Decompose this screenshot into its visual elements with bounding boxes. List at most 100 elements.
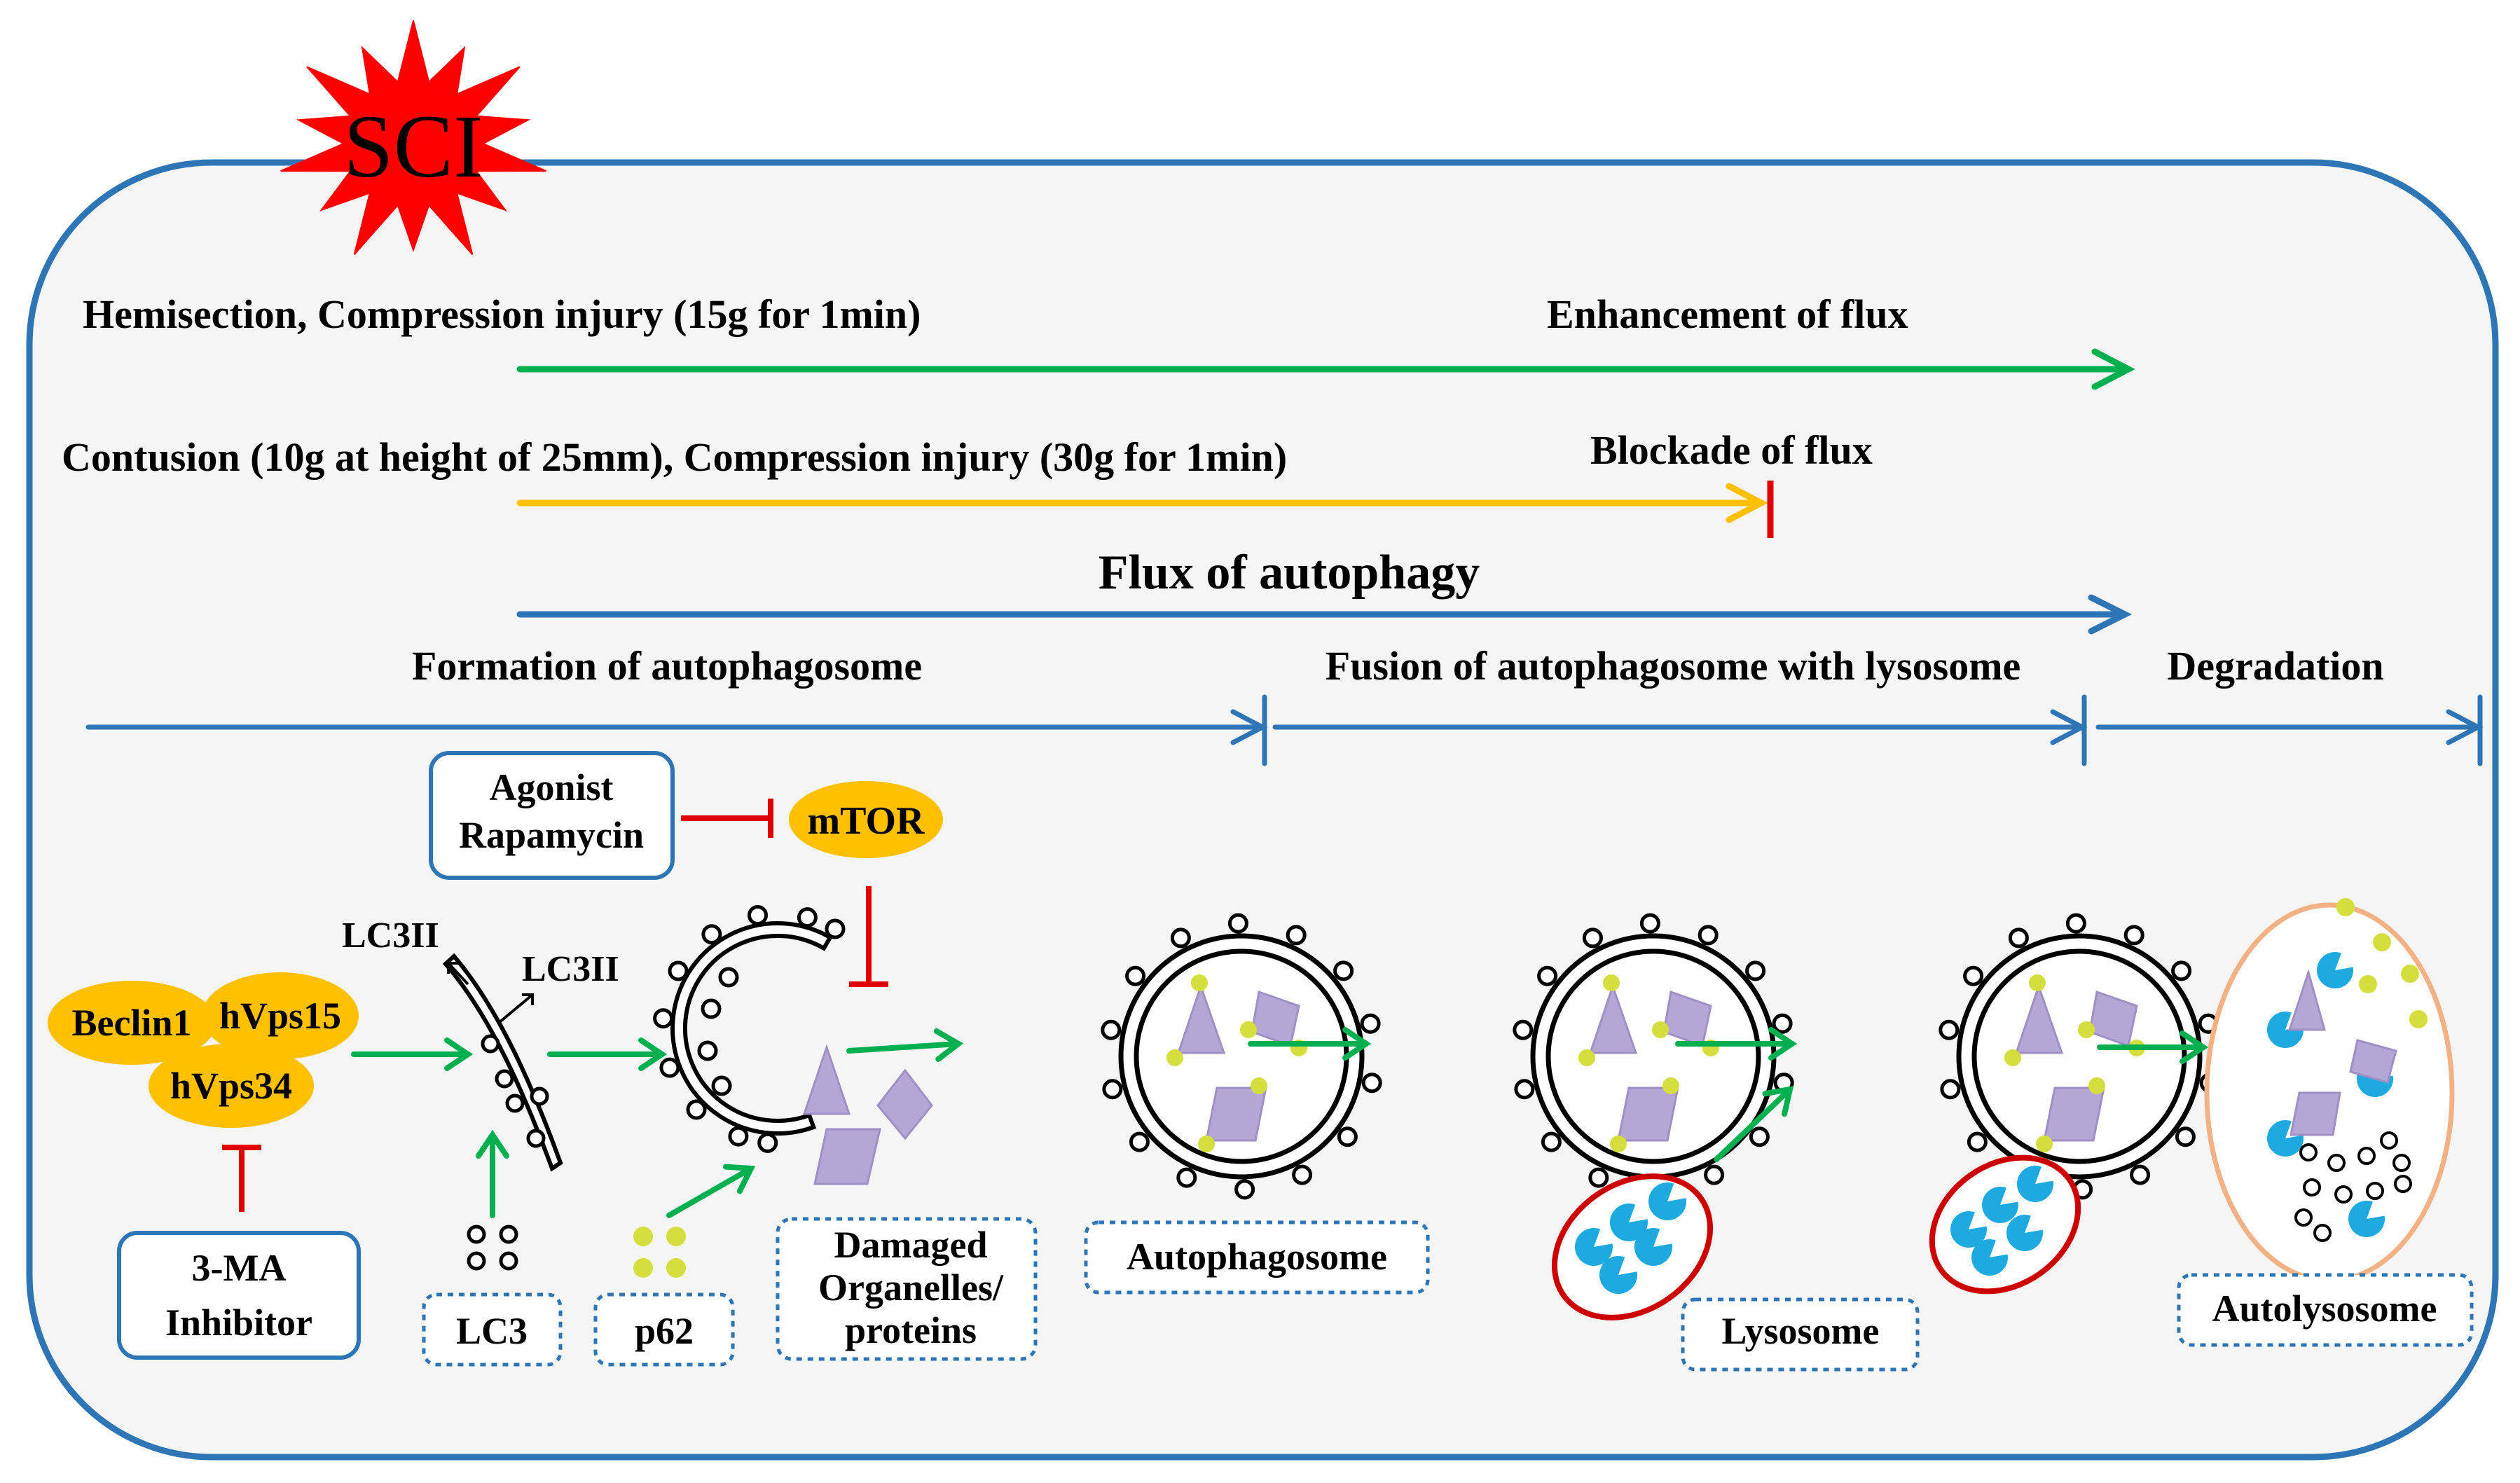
- p62-dot: [2036, 1136, 2053, 1152]
- lc3-dot: [1292, 1164, 1313, 1185]
- lc3-dot: [1772, 1013, 1793, 1034]
- flux-label: Flux of autophagy: [1099, 546, 1480, 600]
- p62-dot: [1652, 1021, 1669, 1038]
- green-arrow-shaft: [666, 1166, 754, 1218]
- lc3-dot: [1361, 1072, 1382, 1094]
- lc3-dot: [1939, 1019, 1960, 1040]
- p62-dot: [2373, 933, 2391, 951]
- lc3ii-dot: [530, 1087, 549, 1106]
- membrane-dot: [825, 918, 846, 939]
- cargo-triangle: [1176, 983, 1226, 1054]
- process-arrows: [351, 1027, 2209, 1218]
- green-arrow-head: [444, 1037, 474, 1071]
- enhancement-condition-text: Hemisection, Compression injury (15g for…: [83, 291, 921, 337]
- p62-dot: [2088, 1077, 2105, 1094]
- lysosome-fused: [1929, 1154, 2081, 1295]
- p62-dots: [633, 1227, 686, 1278]
- degraded-dot: [2303, 1178, 2321, 1196]
- lc3-dot: [1176, 1167, 1197, 1188]
- mtor-label: mTOR: [808, 799, 925, 843]
- hvps15-label: hVps15: [219, 995, 341, 1037]
- lc3-dot: [1170, 927, 1191, 949]
- rapamycin-label: Rapamycin: [459, 814, 644, 856]
- lc3-dot: [2123, 925, 2144, 946]
- autolysosome-box: [2177, 1273, 2474, 1347]
- lc3-dot: [1963, 965, 1984, 986]
- p62-dot: [2078, 1021, 2095, 1038]
- lc3ii-right-label: LC3II: [522, 949, 619, 989]
- lysosomal-enzyme: [2266, 1012, 2304, 1049]
- lc3-dot: [1940, 1079, 1961, 1100]
- membrane-dot: [697, 1040, 718, 1061]
- degraded-dot: [2313, 1224, 2332, 1242]
- degraded-dot: [2380, 1131, 2398, 1150]
- lc3-dot: [1102, 1079, 1123, 1100]
- cargo-triangle: [1588, 983, 1638, 1054]
- membrane-dot: [653, 1008, 674, 1029]
- autolysosome: [2204, 898, 2455, 1283]
- cargo-rhombus: [2349, 1039, 2397, 1084]
- enhancement-arrow: [516, 348, 2135, 390]
- lc3-dot: [1639, 913, 1660, 934]
- degraded-dot: [2392, 1154, 2411, 1172]
- p62-dot: [1603, 974, 1620, 991]
- p62-dot: [2336, 898, 2355, 916]
- lysosomal-enzyme: [1599, 1255, 1638, 1294]
- sci-label: SCI: [343, 97, 483, 196]
- stage-formation-label: Formation of autophagosome: [412, 643, 922, 689]
- main-frame: [26, 159, 2499, 1461]
- lc3-dot: [2175, 1126, 2196, 1147]
- degraded-dot: [2299, 1143, 2318, 1161]
- phagophore: [442, 953, 563, 1172]
- p62-dot: [2004, 1049, 2021, 1066]
- sci-starburst: SCI: [280, 20, 546, 255]
- hvps15-node: [202, 972, 359, 1059]
- membrane-dot: [728, 1126, 749, 1147]
- lc3-dot: [2065, 913, 2086, 934]
- lysosomal-enzyme: [1648, 1182, 1687, 1220]
- stage-degradation-label: Degradation: [2167, 643, 2383, 689]
- p62-dot: [2409, 1010, 2428, 1028]
- lc3-dot: [1360, 1013, 1381, 1034]
- green-arrow-shaft: [846, 1041, 961, 1054]
- autophagosome-label: Autophagosome: [1127, 1236, 1387, 1278]
- lysosomal-enzyme: [1610, 1203, 1648, 1241]
- agonist-box: [429, 751, 675, 880]
- lc3-dot: [1125, 965, 1146, 986]
- damaged-label-1: Damaged: [834, 1224, 988, 1266]
- membrane-dot: [686, 1099, 707, 1120]
- lysosomal-enzyme: [2266, 1120, 2304, 1157]
- lc3-dot: [1704, 1164, 1725, 1185]
- lc3-dot: [1227, 913, 1248, 934]
- lc3ii-dot: [526, 1129, 546, 1148]
- lc3-box: [422, 1292, 563, 1367]
- autophagosome-fusing: [1939, 913, 2220, 1200]
- agonist-label: Agonist: [489, 766, 613, 808]
- green-arrow-head: [1768, 1027, 1798, 1061]
- p62-dot: [2359, 975, 2377, 993]
- autolysosome-label: Autolysosome: [2212, 1288, 2437, 1330]
- damaged-label-2: Organelles/: [818, 1267, 1004, 1309]
- lc3ii-dot: [481, 1034, 500, 1054]
- lc3-dot: [2130, 1164, 2151, 1185]
- green-arrow-head: [1762, 1086, 1794, 1117]
- lysosomal-enzyme: [2006, 1215, 2043, 1252]
- lc3-dots: [467, 1225, 518, 1271]
- autophagosome: [1101, 913, 1382, 1200]
- p62-dot: [1578, 1049, 1595, 1066]
- green-arrow-head: [1342, 1027, 1372, 1061]
- lysosomal-enzyme: [1981, 1187, 2018, 1224]
- lc3-dot: [1588, 1167, 1609, 1188]
- green-arrow-head: [933, 1028, 964, 1062]
- green-arrow-head: [2180, 1030, 2209, 1064]
- 3ma-label: 3-MA: [192, 1247, 287, 1289]
- stage-fusion-label: Fusion of autophagosome with lysosome: [1326, 643, 2021, 689]
- p62-dot: [1191, 974, 1208, 991]
- lc3ii-left-label: LC3II: [342, 916, 439, 956]
- lc3-dot: [1286, 925, 1307, 946]
- degraded-dot: [2327, 1154, 2346, 1172]
- lysosomal-enzyme: [1950, 1211, 1987, 1248]
- isolation-membrane: [653, 905, 846, 1153]
- blockade-arrow: [516, 483, 1768, 523]
